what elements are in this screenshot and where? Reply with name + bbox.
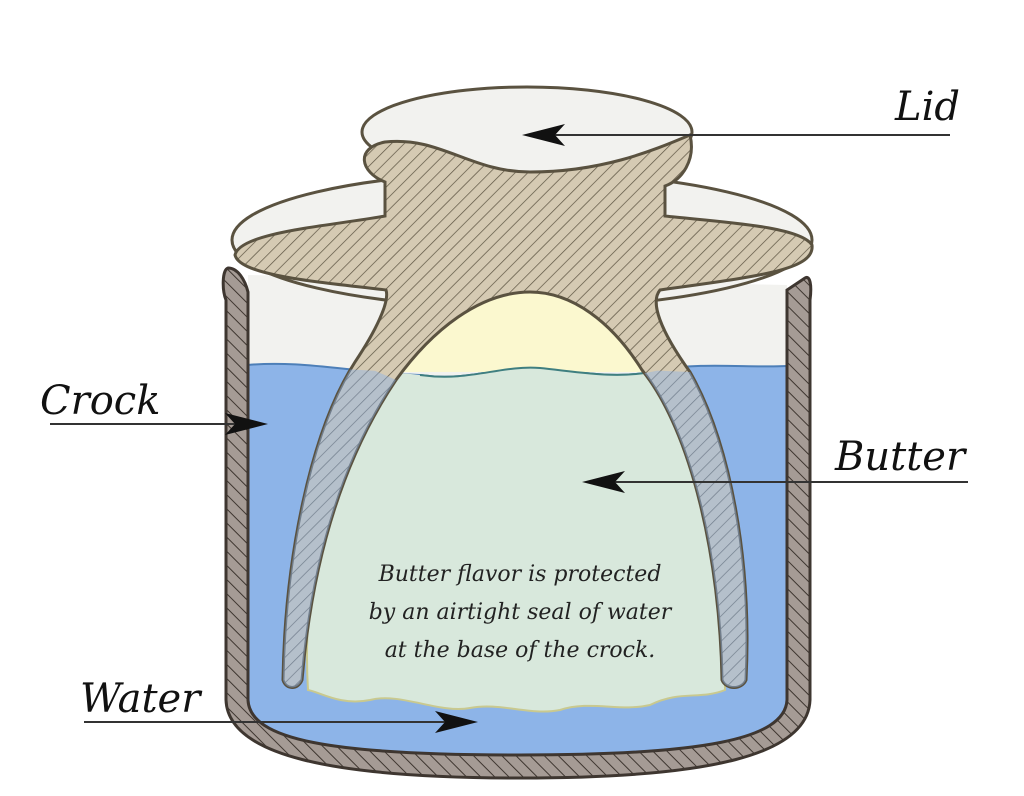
label-butter: Butter (835, 434, 966, 480)
caption-line: at the base of the crock. (384, 638, 656, 663)
lid (233, 132, 814, 689)
butter-arrow (582, 471, 968, 493)
label-crock: Crock (40, 378, 161, 424)
caption-line: by an airtight seal of water (368, 600, 672, 625)
lid-arrow (522, 124, 950, 146)
label-lid: Lid (895, 84, 960, 130)
caption-line: Butter flavor is protected (378, 562, 662, 587)
crock (221, 266, 813, 780)
water-arrow (84, 711, 478, 733)
label-water: Water (80, 676, 201, 722)
caption: Butter flavor is protected by an airtigh… (300, 556, 740, 670)
crock-arrow (50, 413, 268, 435)
